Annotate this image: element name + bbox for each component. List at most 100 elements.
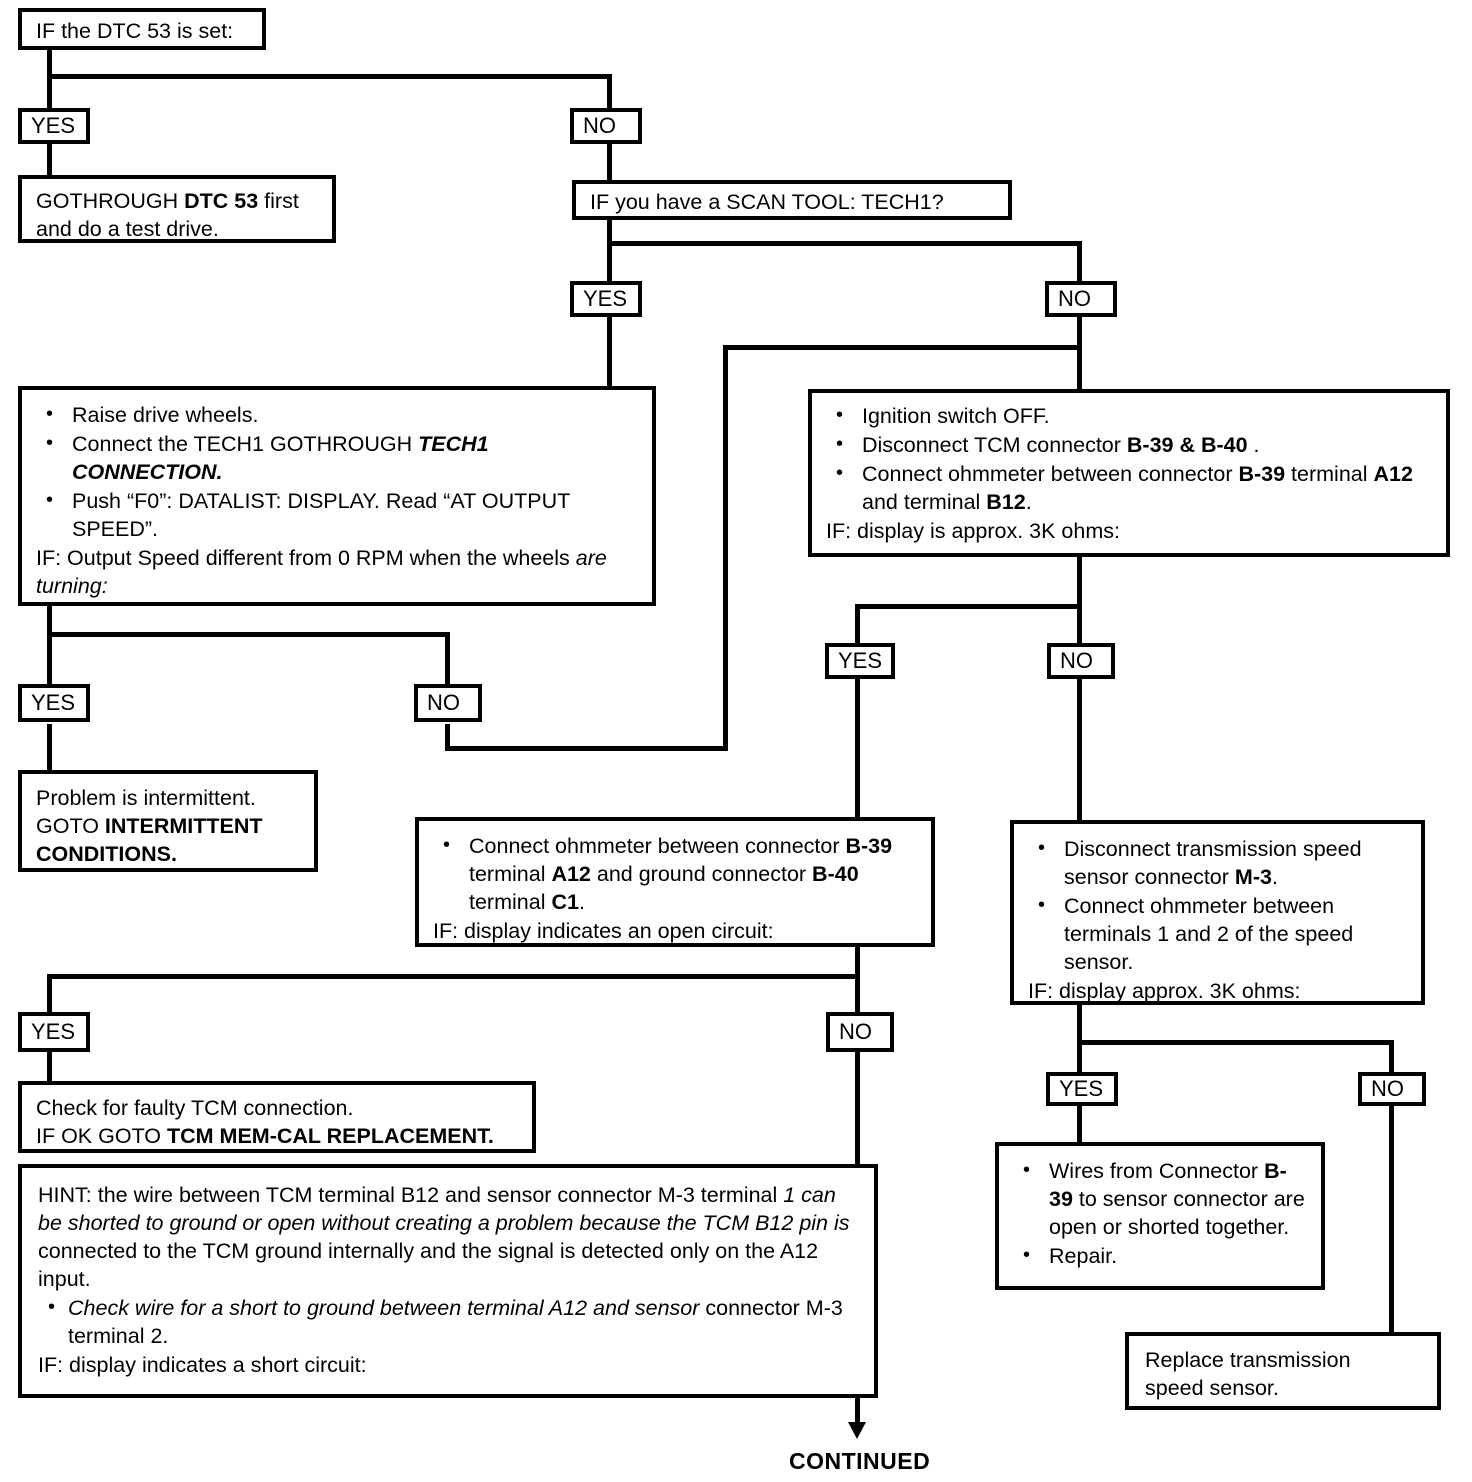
wires-bullet-2: Repair. bbox=[1013, 1242, 1309, 1271]
hint-b1-a: Check wire for a short to ground between… bbox=[68, 1295, 706, 1320]
ignition-tail: IF: display is approx. 3K ohms: bbox=[826, 518, 1120, 543]
connector-to-yes2 bbox=[607, 241, 612, 283]
connector-yes4-ohmbox bbox=[855, 677, 860, 819]
tcm-check-line2-b: TCM MEM-CAL REPLACEMENT. bbox=[167, 1123, 494, 1148]
wires-b1-a: Wires from Connector bbox=[1049, 1159, 1265, 1183]
sensor-bullet-2: Connect ohmmeter between terminals 1 and… bbox=[1028, 892, 1409, 977]
connector-no6-down bbox=[1389, 1104, 1394, 1332]
gothrough-line2: and do a test drive. bbox=[36, 216, 219, 241]
connector-yes1-gothrough bbox=[47, 141, 52, 177]
connector-to-no1 bbox=[607, 74, 612, 110]
node-wires-open-shorted: Wires from Connector B-39 to sensor conn… bbox=[995, 1142, 1325, 1290]
sensor-bullet-list: Disconnect transmission speed sensor con… bbox=[1028, 835, 1409, 977]
decision-label: YES bbox=[838, 648, 883, 673]
decision-yes-1[interactable]: YES bbox=[18, 108, 90, 144]
sensor-b1-c: . bbox=[1271, 864, 1278, 889]
decision-no-3[interactable]: NO bbox=[414, 684, 482, 722]
ignition-bullet-3-b: B-39 bbox=[1238, 461, 1286, 486]
decision-yes-4[interactable]: YES bbox=[825, 643, 895, 679]
connector-to-yes1 bbox=[47, 74, 52, 110]
node-replace-sensor: Replace transmission speed sensor. bbox=[1125, 1332, 1441, 1410]
wires-b1-c: to sensor connector are open or shorted … bbox=[1049, 1186, 1305, 1239]
connector-sensorbox-horizontal bbox=[1077, 1040, 1394, 1045]
hint-p-c: connected to the TCM ground internally a… bbox=[38, 1238, 819, 1291]
connector-no5-hint bbox=[855, 1052, 860, 1166]
intermittent-line2-b: INTERMITTENT CONDITIONS. bbox=[36, 813, 263, 866]
decision-yes-3[interactable]: YES bbox=[18, 684, 90, 722]
sensor-b1-a: Disconnect transmission speed sensor con… bbox=[1064, 837, 1362, 889]
decision-label: NO bbox=[1058, 286, 1091, 311]
connector-to-yes6 bbox=[1077, 1040, 1082, 1074]
ohm-tail: IF: display indicates an open circuit: bbox=[433, 918, 774, 943]
hint-p-a: HINT: the wire between TCM terminal B12 … bbox=[38, 1183, 784, 1207]
decision-no-5[interactable]: NO bbox=[826, 1012, 894, 1052]
decision-label: NO bbox=[583, 113, 616, 138]
decision-no-2[interactable]: NO bbox=[1045, 281, 1117, 317]
connector-merge-bottom-horizontal bbox=[445, 746, 728, 751]
decision-no-4[interactable]: NO bbox=[1047, 643, 1115, 679]
decision-yes-6[interactable]: YES bbox=[1046, 1072, 1118, 1106]
ohm-b1-a: Connect ohmmeter between connector bbox=[469, 834, 846, 858]
gothrough-line1-b: DTC 53 bbox=[184, 189, 259, 213]
decision-yes-5[interactable]: YES bbox=[18, 1012, 90, 1052]
node-sensor-ohm-steps: Disconnect transmission speed sensor con… bbox=[1010, 820, 1425, 1005]
decision-label: NO bbox=[1371, 1076, 1404, 1101]
node-ohmmeter-ground: Connect ohmmeter between connector B-39 … bbox=[415, 817, 935, 947]
tcm-check-line1: Check for faulty TCM connection. bbox=[36, 1096, 354, 1120]
continued-arrowhead bbox=[848, 1422, 866, 1439]
ignition-bullet-3-d: A12 bbox=[1373, 461, 1413, 486]
connector-no2-down bbox=[1077, 314, 1082, 392]
continued-label: CONTINUED bbox=[789, 1448, 931, 1474]
hint-bullet-1: Check wire for a short to ground between… bbox=[38, 1294, 862, 1351]
ignition-bullet-list: Ignition switch OFF. Disconnect TCM conn… bbox=[826, 402, 1434, 517]
node-hint: HINT: the wire between TCM terminal B12 … bbox=[18, 1164, 878, 1398]
decision-label: YES bbox=[31, 1019, 76, 1044]
connector-sensorbox-down bbox=[1077, 1002, 1082, 1044]
connector-techbox-down bbox=[47, 603, 52, 635]
connector-to-no5 bbox=[855, 974, 860, 1012]
decision-no-1[interactable]: NO bbox=[570, 108, 642, 144]
tech1-tail-b: are turning: bbox=[36, 545, 607, 598]
wires-bullet-list: Wires from Connector B-39 to sensor conn… bbox=[1013, 1157, 1309, 1271]
connector-merge-horizontal-348 bbox=[723, 345, 1082, 350]
connector-yes3-intermittent bbox=[47, 724, 52, 772]
connector-hint-continued bbox=[855, 1396, 860, 1428]
connector-scantool-horizontal bbox=[607, 241, 1082, 246]
sensor-tail: IF: display approx. 3K ohms: bbox=[1028, 978, 1301, 1003]
decision-yes-2[interactable]: YES bbox=[570, 281, 642, 317]
ignition-bullet-3: Connect ohmmeter between connector B-39 … bbox=[826, 460, 1434, 517]
connector-to-no6 bbox=[1389, 1040, 1394, 1074]
hint-b1-b: connector M-3 terminal 2. bbox=[68, 1295, 843, 1348]
decision-label: YES bbox=[31, 113, 76, 138]
connector-to-no4 bbox=[1077, 604, 1082, 646]
decision-label: NO bbox=[1060, 648, 1093, 673]
node-ignition-steps: Ignition switch OFF. Disconnect TCM conn… bbox=[808, 389, 1450, 557]
ignition-bullet-2-c: . bbox=[1247, 432, 1260, 457]
start-text: IF the DTC 53 is set: bbox=[36, 19, 234, 43]
connector-start-horizontal bbox=[47, 74, 612, 79]
node-intermittent: Problem is intermittent. GOTO INTERMITTE… bbox=[18, 770, 318, 872]
connector-techbox-horizontal bbox=[47, 632, 450, 637]
ohm-b1-h: C1 bbox=[551, 889, 579, 914]
connector-no1-scantool bbox=[607, 141, 612, 181]
ohm-b1-g: terminal bbox=[469, 889, 552, 914]
scantool-text: IF you have a SCAN TOOL: TECH1? bbox=[590, 190, 944, 214]
ignition-bullet-3-c: terminal bbox=[1285, 461, 1374, 486]
node-gothrough-dtc53: GOTHROUGH DTC 53 first and do a test dri… bbox=[18, 175, 336, 243]
ignition-bullet-1: Ignition switch OFF. bbox=[826, 402, 1434, 431]
ohm-b1-b: B-39 bbox=[845, 834, 893, 858]
connector-ignition-horizontal bbox=[855, 604, 1082, 609]
connector-to-no3 bbox=[445, 632, 450, 684]
connector-ohmbox-down bbox=[855, 944, 860, 980]
decision-no-6[interactable]: NO bbox=[1358, 1072, 1426, 1106]
tech1-bullet-1: Raise drive wheels. bbox=[36, 401, 640, 430]
tech1-bullet-2-b: TECH1 CONNECTION. bbox=[72, 431, 489, 484]
intermittent-line2-a: GOTO bbox=[36, 813, 105, 838]
connector-yes5-tcmcheck bbox=[47, 1052, 52, 1084]
wires-b1-b: B-39 bbox=[1049, 1159, 1287, 1211]
connector-to-yes5 bbox=[47, 974, 52, 1012]
connector-scantool-down bbox=[607, 218, 612, 244]
connector-to-no2 bbox=[1077, 241, 1082, 283]
node-scan-tool-question: IF you have a SCAN TOOL: TECH1? bbox=[572, 180, 1012, 220]
